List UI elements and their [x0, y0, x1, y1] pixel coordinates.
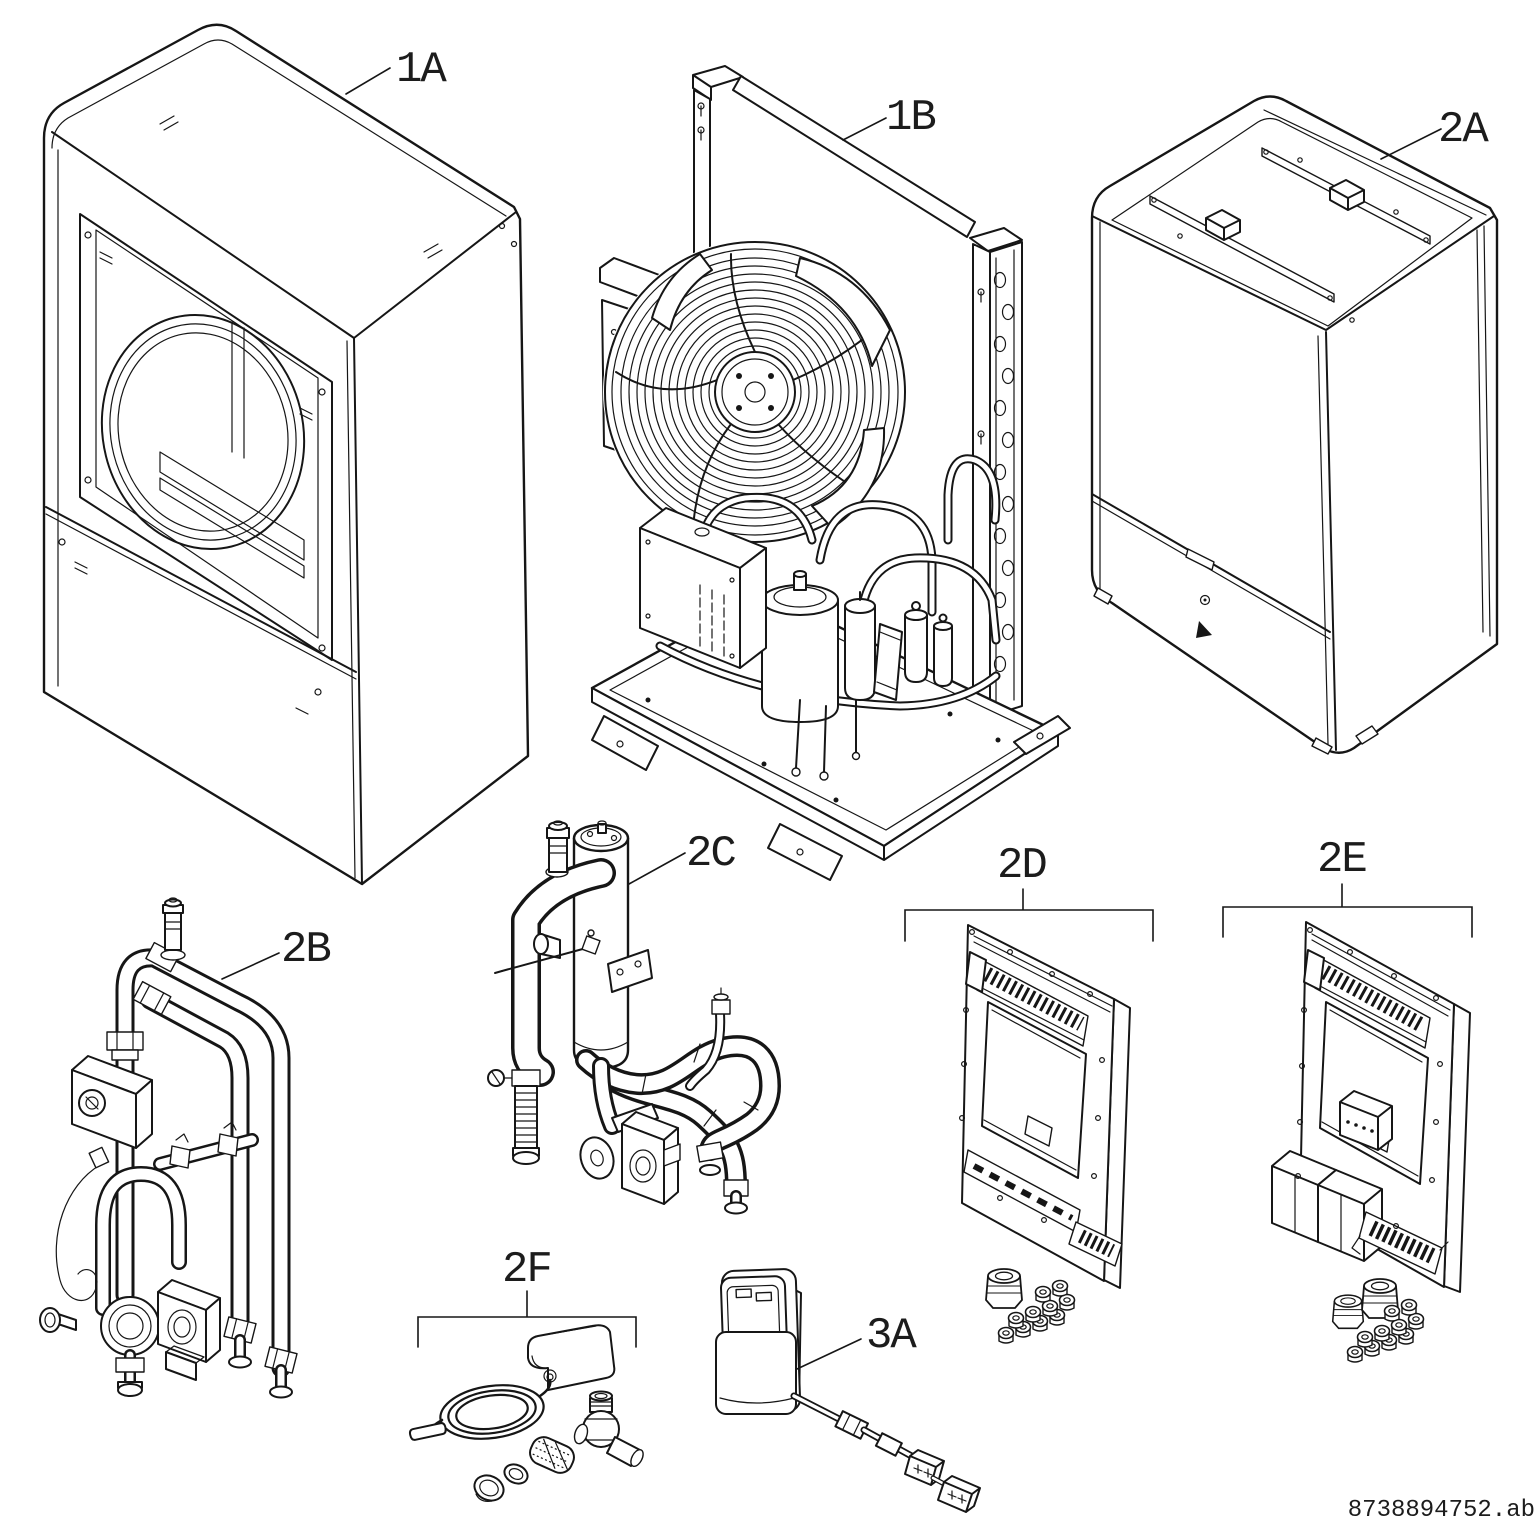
part-1b-internal-assembly [590, 65, 1071, 881]
inverter-box [639, 507, 767, 669]
leader-1b [842, 117, 887, 141]
fan-opening-ring [100, 313, 306, 579]
leader-1a [345, 67, 391, 95]
document-number: 8738894752.ab [1347, 1497, 1535, 1524]
connection-cable [790, 1392, 981, 1513]
part-2b-piping-group [39, 897, 298, 1399]
bracket-2e [1222, 883, 1473, 938]
part-label-2a: 2A [1438, 105, 1489, 155]
angle-valve [573, 1390, 644, 1467]
axial-fan [603, 240, 907, 544]
air-vent [160, 897, 186, 961]
part-label-2e: 2E [1317, 835, 1368, 885]
refrigerant-pipes [655, 454, 1001, 711]
part-label-1a: 1A [396, 45, 447, 95]
drain-plug [39, 1307, 77, 1333]
low-loss-header [572, 820, 630, 1070]
part-label-2b: 2B [281, 925, 332, 975]
circulation-pump [579, 1103, 681, 1205]
drain-hose [487, 1069, 541, 1165]
leader-2b [221, 952, 280, 980]
warning-triangle-mark [1196, 621, 1212, 638]
callout-lines [221, 67, 1473, 1370]
part-2f-kit [408, 1324, 644, 1502]
gasket-ring [503, 1463, 529, 1485]
filter-drier [873, 623, 903, 701]
terminal-block [1068, 1221, 1123, 1267]
heat-exchanger-coil [972, 241, 1023, 717]
part-label-2f: 2F [502, 1245, 553, 1295]
filter-screen [529, 1436, 575, 1474]
sensor-cable-coil [408, 1373, 554, 1441]
bracket-2d [904, 888, 1154, 942]
part-2a-indoor-casing [1090, 95, 1499, 755]
circulation-pump [100, 1279, 221, 1381]
mounting-rails [1149, 147, 1431, 323]
accumulator [844, 591, 876, 701]
compressor [761, 570, 839, 723]
part-label-3a: 3A [866, 1311, 917, 1361]
part-1a-outdoor-casing [42, 23, 530, 886]
sensor-pocket [494, 933, 591, 974]
part-label-2d: 2D [997, 841, 1048, 891]
valve-actuator [71, 1055, 153, 1149]
terminal-strip [1303, 949, 1431, 1049]
bracket-2f [417, 1290, 637, 1348]
cap-plug [473, 1474, 505, 1502]
leader-2c [628, 852, 686, 885]
leader-2a [1380, 128, 1442, 160]
part-3a-controller [715, 1268, 981, 1513]
part-label-1b: 1B [886, 93, 937, 143]
controller-base [715, 1331, 797, 1415]
leader-3a [796, 1338, 862, 1370]
sensor-cover [527, 1324, 616, 1391]
temperature-probe [408, 1422, 447, 1441]
terminal-strip [965, 951, 1089, 1047]
terminal-block [1351, 1211, 1449, 1275]
part-2e-wiring-panel [1271, 921, 1471, 1363]
part-2d-wiring-panel [958, 924, 1131, 1344]
cable-gland [985, 1268, 1023, 1309]
part-label-2c: 2C [686, 829, 737, 879]
air-vent [545, 820, 570, 878]
sensor-cable [55, 1146, 110, 1302]
part-2c-header-group [487, 820, 781, 1215]
